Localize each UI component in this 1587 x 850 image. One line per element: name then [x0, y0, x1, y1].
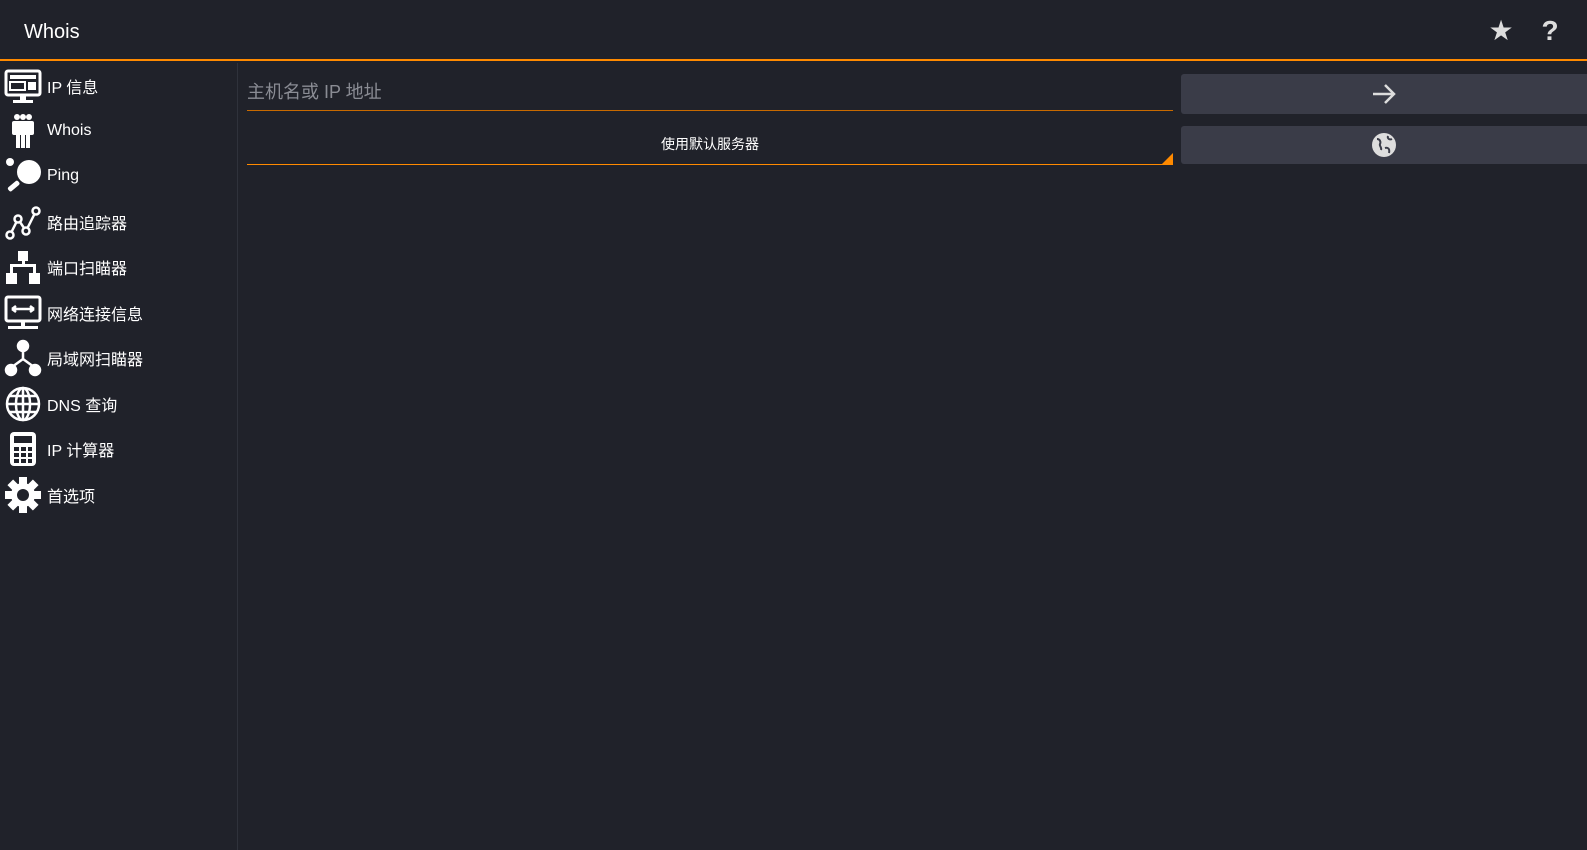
- sidebar-item-network-info[interactable]: 网络连接信息: [0, 290, 237, 335]
- sidebar-item-label: IP 信息: [47, 79, 99, 97]
- sidebar-item-traceroute[interactable]: 路由追踪器: [0, 199, 237, 244]
- sidebar-item-ip-calculator[interactable]: IP 计算器: [0, 426, 237, 471]
- lan-users-icon: [4, 339, 42, 376]
- dropdown-corner-icon: [1162, 153, 1173, 164]
- sidebar-item-port-scanner[interactable]: 端口扫瞄器: [0, 244, 237, 289]
- server-select-value: 使用默认服务器: [661, 136, 759, 152]
- lookup-button[interactable]: [1181, 74, 1587, 114]
- monitor-arrows-icon: [4, 295, 42, 329]
- sidebar-item-whois[interactable]: Whois: [0, 108, 237, 153]
- people-icon: [12, 113, 34, 148]
- favorite-star-icon[interactable]: ★: [1488, 15, 1514, 46]
- network-tree-icon: [6, 250, 40, 284]
- globe-grid-icon: [5, 386, 41, 421]
- sidebar-item-preferences[interactable]: 首选项: [0, 472, 237, 517]
- sidebar-item-lan-scanner[interactable]: 局域网扫瞄器: [0, 335, 237, 380]
- sidebar-item-dns-lookup[interactable]: DNS 查询: [0, 381, 237, 426]
- sidebar-item-label: 局域网扫瞄器: [47, 351, 144, 369]
- route-icon: [5, 205, 41, 240]
- help-icon[interactable]: ?: [1541, 15, 1559, 46]
- app-bar: Whois ★ ?: [0, 0, 1587, 61]
- gear-icon: [5, 476, 41, 513]
- sidebar-item-ping[interactable]: Ping: [0, 153, 237, 198]
- sidebar-item-label: DNS 查询: [47, 397, 118, 415]
- calculator-icon: [10, 431, 36, 466]
- arrow-right-icon: [1373, 84, 1396, 104]
- host-input-field[interactable]: [247, 75, 1173, 111]
- sidebar-item-label: 端口扫瞄器: [47, 260, 128, 278]
- sidebar-item-label: 网络连接信息: [47, 306, 144, 324]
- sidebar-item-label: 路由追踪器: [47, 215, 128, 233]
- server-globe-button[interactable]: [1181, 126, 1587, 164]
- page-title: Whois: [24, 21, 80, 43]
- host-input[interactable]: [247, 75, 1173, 110]
- sidebar: IP 信息 Whois Ping 路由追踪器 端口扫瞄器 网络连接信息 局域网扫…: [0, 63, 238, 850]
- server-select[interactable]: 使用默认服务器: [247, 126, 1173, 165]
- globe-icon: [1372, 133, 1396, 157]
- sidebar-item-label: Whois: [47, 121, 92, 139]
- sidebar-item-label: Ping: [47, 166, 80, 184]
- ping-pong-icon: [6, 157, 41, 191]
- sidebar-item-ip-info[interactable]: IP 信息: [0, 63, 237, 108]
- sidebar-item-label: 首选项: [47, 488, 96, 506]
- monitor-icon: [4, 69, 42, 103]
- sidebar-item-label: IP 计算器: [47, 442, 115, 460]
